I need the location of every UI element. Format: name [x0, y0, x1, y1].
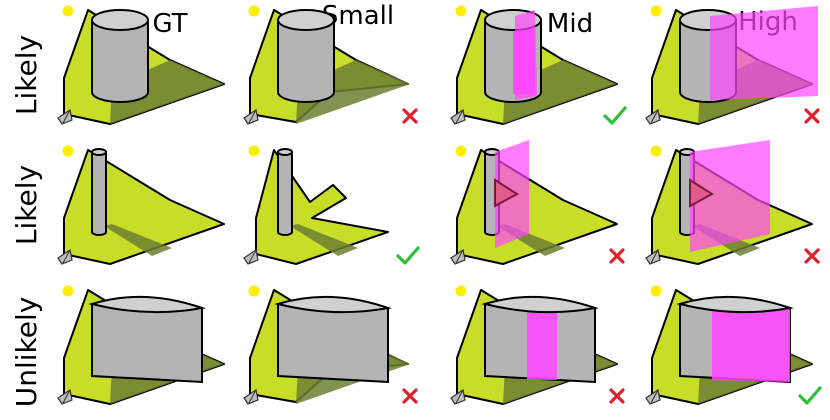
highlight-band [527, 308, 557, 380]
camera-icon [645, 249, 661, 265]
cylinder-object [277, 9, 335, 103]
box-object [274, 295, 392, 384]
occlusion-triangle [494, 178, 519, 208]
occlusion-triangle [689, 178, 714, 208]
sun-icon [62, 285, 74, 297]
cell-3-small [243, 285, 418, 405]
camera-icon [450, 249, 466, 265]
cell-3-high [645, 285, 822, 405]
camera-icon [243, 249, 259, 265]
sun-icon [455, 285, 467, 297]
sun-icon [248, 5, 260, 17]
column-label-mid: Mid [547, 9, 593, 39]
sun-icon [650, 145, 662, 157]
cell-1-high [645, 5, 820, 125]
sun-icon [650, 285, 662, 297]
cross-icon [402, 108, 418, 124]
light-plane [515, 10, 537, 100]
camera-icon [645, 109, 661, 125]
shadow-region [290, 224, 358, 256]
sun-icon [248, 285, 260, 297]
cross-icon [402, 388, 418, 404]
cell-2-high [645, 140, 820, 265]
camera-icon [243, 109, 259, 125]
camera-icon [57, 249, 73, 265]
sun-icon [455, 5, 467, 17]
check-icon [396, 246, 420, 265]
cell-1-gt [57, 5, 225, 125]
sun-icon [455, 145, 467, 157]
camera-icon [243, 389, 259, 405]
sun-icon [62, 5, 74, 17]
shadow-region [104, 224, 172, 256]
ground-plane [255, 149, 389, 265]
cell-1-mid [450, 5, 627, 125]
cell-3-mid [450, 285, 625, 405]
sun-icon [248, 145, 260, 157]
row-label-1: Likely [10, 35, 43, 115]
cell-1-small [243, 5, 418, 125]
camera-icon [645, 389, 661, 405]
check-icon [603, 106, 627, 125]
light-plane [710, 6, 818, 100]
cell-2-small [243, 145, 420, 265]
cross-icon [804, 248, 820, 264]
cross-icon [609, 248, 625, 264]
pole-object [91, 148, 107, 236]
check-icon [798, 386, 822, 405]
cross-icon [804, 108, 820, 124]
cell-3-gt [57, 285, 225, 405]
cylinder-object [91, 9, 149, 103]
cell-2-mid [450, 140, 625, 265]
sun-icon [62, 145, 74, 157]
light-plane [690, 140, 770, 252]
row-label-2: Likely [10, 165, 43, 245]
camera-icon [57, 389, 73, 405]
pole-object [277, 148, 293, 236]
box-object [88, 295, 206, 384]
box-object [481, 295, 599, 384]
sun-icon [650, 5, 662, 17]
camera-icon [450, 389, 466, 405]
camera-icon [450, 109, 466, 125]
cell-2-gt [57, 145, 225, 265]
cross-icon [609, 388, 625, 404]
highlight-band [712, 306, 790, 382]
camera-icon [57, 109, 73, 125]
row-label-3: Unlikely [10, 297, 43, 408]
box-object [676, 295, 794, 384]
column-label-gt: GT [152, 9, 187, 39]
